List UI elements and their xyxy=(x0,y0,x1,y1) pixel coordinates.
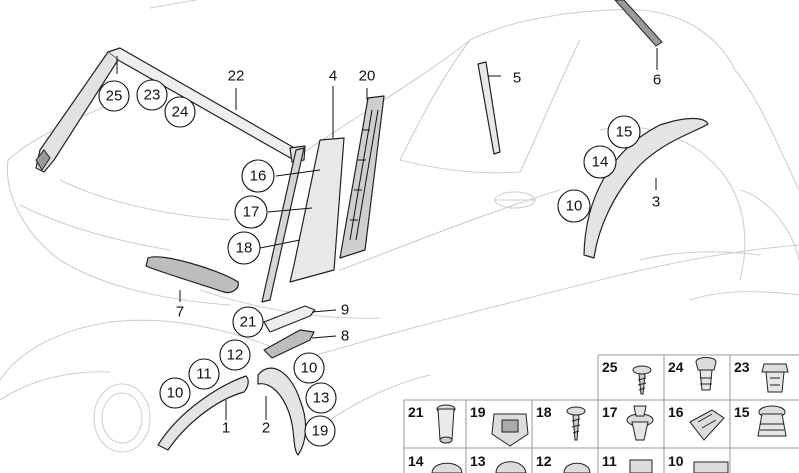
clip-19-icon xyxy=(491,413,529,447)
callout-10c: 10 xyxy=(293,352,325,384)
callout-15: 15 xyxy=(607,115,641,149)
callout-20: 20 xyxy=(359,68,376,85)
grid-label-16: 16 xyxy=(668,404,684,420)
svg-text:13: 13 xyxy=(313,390,330,407)
callout-17: 17 xyxy=(234,195,268,229)
svg-text:25: 25 xyxy=(106,88,123,105)
callout-24: 24 xyxy=(164,96,196,128)
callout-10a: 10 xyxy=(557,189,591,223)
side-indicator-parts xyxy=(263,305,316,359)
callout-7: 7 xyxy=(176,304,184,321)
clip-11-icon xyxy=(629,459,653,473)
callout-9: 9 xyxy=(341,302,349,319)
clip-24-icon xyxy=(695,357,717,391)
side-grille-part xyxy=(145,256,239,294)
callout-1: 1 xyxy=(222,420,230,437)
callout-23: 23 xyxy=(136,79,168,111)
svg-text:23: 23 xyxy=(144,87,161,104)
svg-text:14: 14 xyxy=(592,154,609,171)
clip-10-icon xyxy=(693,461,729,473)
callout-10b: 10 xyxy=(159,377,191,409)
callout-8: 8 xyxy=(341,328,349,345)
callout-5: 5 xyxy=(513,70,521,87)
screw-25-icon xyxy=(632,365,652,395)
grid-label-21: 21 xyxy=(408,404,424,420)
callout-13: 13 xyxy=(305,382,337,414)
roof-strip-part xyxy=(614,0,663,47)
svg-text:16: 16 xyxy=(250,168,267,185)
clip-14-icon xyxy=(431,462,463,473)
a-pillar-grille-part xyxy=(339,95,385,259)
svg-text:21: 21 xyxy=(240,314,257,331)
svg-text:17: 17 xyxy=(243,204,260,221)
callout-2: 2 xyxy=(262,420,270,437)
svg-text:24: 24 xyxy=(172,104,189,121)
callout-18: 18 xyxy=(227,231,261,265)
callout-4: 4 xyxy=(329,68,337,85)
svg-text:12: 12 xyxy=(227,347,244,364)
callout-22: 22 xyxy=(228,68,245,85)
callout-25: 25 xyxy=(98,80,130,112)
clip-23-icon xyxy=(761,363,789,393)
svg-text:11: 11 xyxy=(196,366,212,383)
callout-12: 12 xyxy=(219,339,251,371)
callout-14: 14 xyxy=(583,145,617,179)
front-wheel-arch-parts xyxy=(157,367,307,456)
clip-16-icon xyxy=(689,409,725,441)
clip-17-icon xyxy=(626,405,654,441)
grid-label-12: 12 xyxy=(536,453,552,469)
svg-text:15: 15 xyxy=(616,124,633,141)
grid-label-24: 24 xyxy=(668,359,684,375)
callout-21: 21 xyxy=(232,306,264,338)
grid-label-15: 15 xyxy=(734,404,750,420)
clip-12-icon xyxy=(563,462,591,473)
screw-18-icon xyxy=(566,406,586,441)
clip-15-icon xyxy=(757,405,787,437)
leader-lines xyxy=(116,48,658,420)
grid-label-17: 17 xyxy=(602,404,618,420)
callout-19: 19 xyxy=(304,415,336,447)
grid-label-10: 10 xyxy=(668,453,684,469)
grid-label-18: 18 xyxy=(536,404,552,420)
callout-3: 3 xyxy=(652,194,660,211)
svg-text:10: 10 xyxy=(566,198,583,215)
grid-label-25: 25 xyxy=(602,359,618,375)
svg-text:10: 10 xyxy=(167,385,184,402)
clip-13-icon xyxy=(495,461,527,473)
grid-label-23: 23 xyxy=(734,359,750,375)
b-pillar-strip-part xyxy=(477,61,501,155)
callout-16: 16 xyxy=(241,159,275,193)
grid-label-13: 13 xyxy=(470,453,486,469)
rear-wheel-arch-part xyxy=(583,117,709,259)
rivet-21-icon xyxy=(436,404,456,444)
grid-label-11: 11 xyxy=(602,453,617,469)
grid-label-19: 19 xyxy=(470,404,486,420)
callout-6: 6 xyxy=(653,72,661,89)
a-pillar-trim-part xyxy=(261,137,345,303)
grid-label-14: 14 xyxy=(408,453,424,469)
svg-text:10: 10 xyxy=(301,360,318,377)
fastener-grid: 25 24 23 21 19 18 17 16 15 14 13 12 11 1… xyxy=(403,354,799,473)
svg-text:19: 19 xyxy=(312,423,329,440)
callout-11: 11 xyxy=(188,358,220,390)
car-outline xyxy=(0,0,799,453)
svg-text:18: 18 xyxy=(236,240,253,257)
